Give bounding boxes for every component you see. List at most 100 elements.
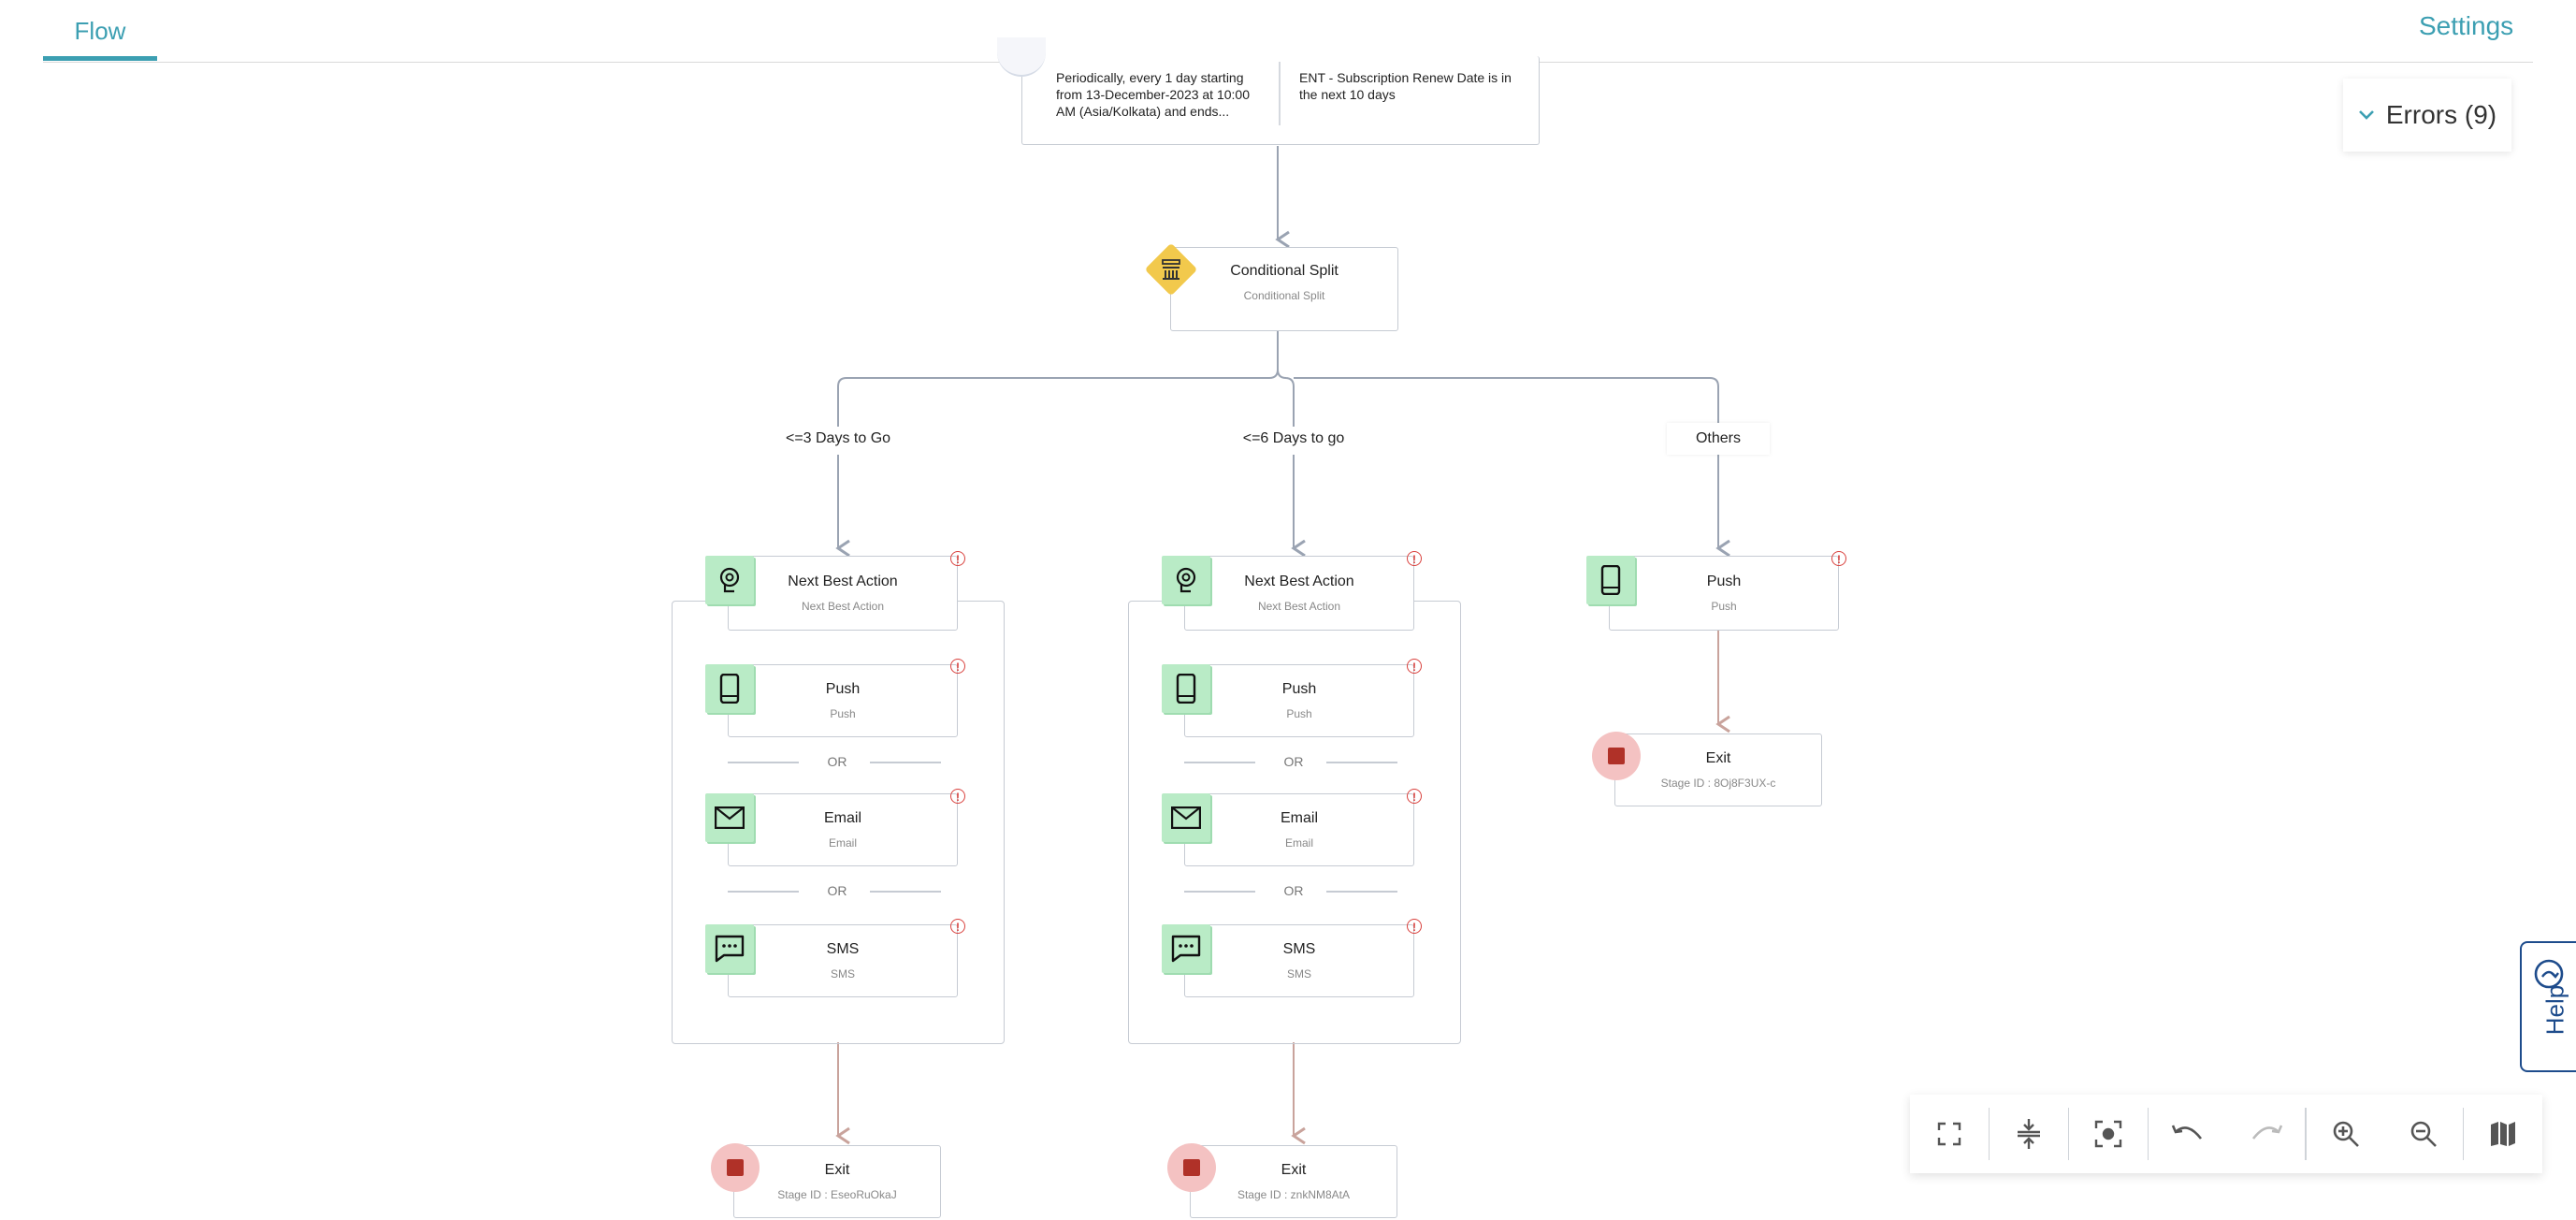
- map-icon: [2491, 1122, 2516, 1146]
- redo-button[interactable]: [2227, 1095, 2306, 1173]
- tab-flow[interactable]: Flow: [74, 17, 126, 45]
- push-node-2[interactable]: Push Push: [1184, 664, 1414, 737]
- exit-node-3[interactable]: Exit Stage ID : 8Oj8F3UX-c: [1614, 733, 1822, 806]
- zoom-out-icon: [2410, 1121, 2438, 1147]
- or-divider-line: [870, 762, 941, 763]
- node-subtitle: Conditional Split: [1243, 289, 1325, 302]
- node-subtitle: SMS: [830, 967, 855, 980]
- brain-bulb-icon: [705, 556, 754, 604]
- fullscreen-button[interactable]: [1910, 1095, 1989, 1173]
- node-subtitle: Push: [830, 707, 856, 720]
- node-subtitle: Stage ID : EseoRuOkaJ: [777, 1188, 897, 1201]
- node-title: Push: [825, 681, 861, 697]
- or-divider-line: [728, 891, 799, 893]
- node-subtitle: Push: [1286, 707, 1312, 720]
- exit-node-2[interactable]: Exit Stage ID : znkNM8AtA: [1190, 1145, 1397, 1218]
- node-title: Email: [823, 810, 861, 826]
- stop-icon: [1167, 1143, 1216, 1192]
- warning-icon[interactable]: !: [950, 919, 965, 934]
- help-chat-icon: [2534, 959, 2564, 989]
- email-node-1[interactable]: Email Email: [728, 793, 958, 866]
- node-title: SMS: [1282, 941, 1316, 957]
- toolbar-separator: [2462, 1108, 2465, 1160]
- errors-toggle[interactable]: Errors (9): [2343, 79, 2511, 152]
- node-subtitle: Next Best Action: [801, 600, 885, 613]
- tab-settings[interactable]: Settings: [2419, 11, 2514, 40]
- warning-icon[interactable]: !: [950, 659, 965, 674]
- push-node-1[interactable]: Push Push: [728, 664, 958, 737]
- fullscreen-icon: [1937, 1122, 1961, 1146]
- or-label: OR: [1283, 754, 1304, 769]
- trigger-divider: [1279, 62, 1281, 125]
- node-title: Push: [1706, 574, 1742, 589]
- fit-vertical-icon: [2017, 1119, 2040, 1149]
- stop-icon: [1592, 732, 1641, 780]
- node-title: Exit: [1705, 750, 1731, 766]
- toolbar-separator: [2067, 1108, 2070, 1160]
- exit-node-1[interactable]: Exit Stage ID : EseoRuOkaJ: [733, 1145, 941, 1218]
- branch-label-2[interactable]: <=6 Days to go: [1233, 427, 1354, 451]
- zoom-in-button[interactable]: [2307, 1095, 2385, 1173]
- errors-label: Errors (9): [2385, 100, 2497, 129]
- node-title: Conditional Split: [1230, 263, 1339, 279]
- or-label: OR: [827, 754, 847, 769]
- trigger-audience: ENT - Subscription Renew Date is in the …: [1299, 70, 1512, 102]
- mobile-icon: [705, 664, 754, 713]
- or-divider-line: [1184, 891, 1255, 893]
- branch-label-1[interactable]: <=3 Days to Go: [778, 427, 898, 451]
- canvas-toolbar: [1910, 1095, 2542, 1173]
- chevron-down-icon: [2358, 110, 2374, 120]
- help-tab[interactable]: Help: [2520, 941, 2576, 1072]
- sms-node-1[interactable]: SMS SMS: [728, 924, 958, 997]
- split-grid-icon: [1159, 257, 1183, 282]
- or-divider-line: [728, 762, 799, 763]
- chat-bubble-icon: [1162, 924, 1210, 973]
- undo-button[interactable]: [2149, 1095, 2227, 1173]
- or-label: OR: [1283, 883, 1304, 898]
- branch-label-3[interactable]: Others: [1667, 423, 1770, 455]
- conditional-split-node[interactable]: Conditional Split Conditional Split: [1170, 247, 1398, 331]
- mail-icon: [1162, 793, 1210, 842]
- stop-icon: [711, 1143, 760, 1192]
- help-label: Help: [2540, 984, 2569, 1036]
- trigger-card[interactable]: Periodically, every 1 day starting from …: [1021, 56, 1540, 145]
- warning-icon[interactable]: !: [950, 789, 965, 804]
- node-title: Next Best Action: [788, 574, 898, 589]
- warning-icon[interactable]: !: [1407, 789, 1422, 804]
- toolbar-separator: [1988, 1108, 1990, 1160]
- push-node-3[interactable]: Push Push: [1609, 556, 1839, 631]
- warning-icon[interactable]: !: [1407, 551, 1422, 566]
- focus-icon: [2094, 1120, 2122, 1148]
- redo-icon: [2251, 1125, 2282, 1140]
- trigger-icon-partial: [997, 37, 1046, 77]
- sms-node-2[interactable]: SMS SMS: [1184, 924, 1414, 997]
- email-node-2[interactable]: Email Email: [1184, 793, 1414, 866]
- node-subtitle: SMS: [1286, 967, 1311, 980]
- node-title: Email: [1280, 810, 1318, 826]
- or-divider-line: [870, 891, 941, 893]
- node-title: Exit: [824, 1162, 850, 1178]
- node-subtitle: Email: [828, 836, 857, 850]
- toolbar-separator: [2305, 1108, 2307, 1160]
- mail-icon: [705, 793, 754, 842]
- tab-flow-active-indicator: [43, 56, 157, 61]
- focus-button[interactable]: [2069, 1095, 2148, 1173]
- node-title: SMS: [826, 941, 860, 957]
- nba-node-2[interactable]: Next Best Action Next Best Action: [1184, 556, 1414, 631]
- node-title: Exit: [1281, 1162, 1307, 1178]
- minimap-button[interactable]: [2464, 1095, 2542, 1173]
- warning-icon[interactable]: !: [950, 551, 965, 566]
- brain-bulb-icon: [1162, 556, 1210, 604]
- zoom-out-button[interactable]: [2384, 1095, 2463, 1173]
- warning-icon[interactable]: !: [1407, 659, 1422, 674]
- or-divider-line: [1326, 762, 1397, 763]
- node-title: Push: [1281, 681, 1317, 697]
- nba-node-1[interactable]: Next Best Action Next Best Action: [728, 556, 958, 631]
- node-subtitle: Push: [1711, 600, 1737, 613]
- fit-vertical-button[interactable]: [1990, 1095, 2068, 1173]
- warning-icon[interactable]: !: [1407, 919, 1422, 934]
- undo-icon: [2171, 1125, 2202, 1140]
- node-title: Next Best Action: [1244, 574, 1354, 589]
- mobile-icon: [1586, 556, 1635, 604]
- warning-icon[interactable]: !: [1831, 551, 1846, 566]
